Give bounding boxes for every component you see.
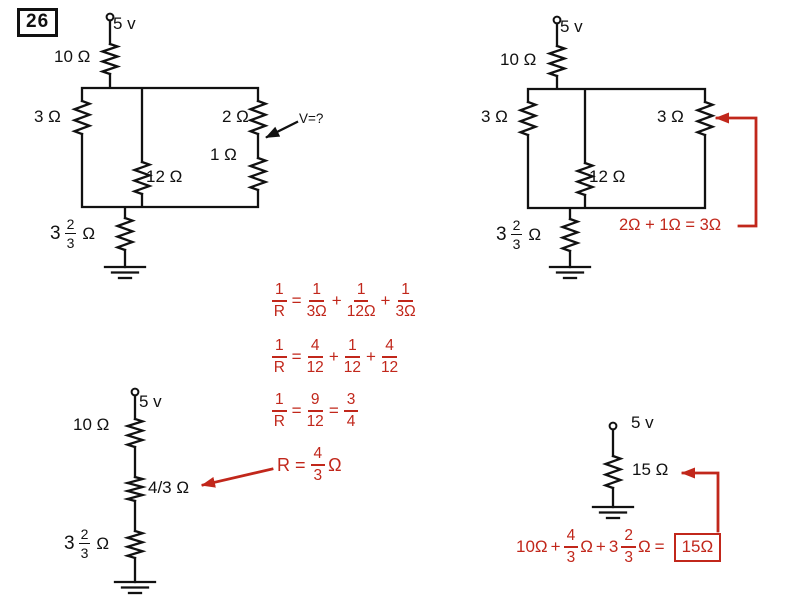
resistor-12ohm bbox=[131, 160, 153, 196]
resistor-1ohm bbox=[247, 156, 269, 192]
resistor-10ohm bbox=[545, 44, 569, 78]
series-sum-annotation: 2Ω + 1Ω = 3Ω bbox=[619, 216, 722, 234]
resistor-2ohm bbox=[247, 99, 269, 136]
resistor-3-2-3ohm bbox=[123, 529, 147, 560]
resistor-10ohm bbox=[98, 42, 122, 76]
problem-number: 26 bbox=[17, 8, 59, 37]
resistor-3ohm-left bbox=[517, 100, 539, 137]
voltage-query-arrow bbox=[265, 120, 299, 139]
resistor-label-15ohm: 15 Ω bbox=[632, 460, 669, 479]
supply-label: 5 v bbox=[560, 17, 583, 36]
equivalent-r-arrow bbox=[201, 467, 274, 488]
total-annotation-arrow bbox=[681, 467, 720, 533]
ground-symbol bbox=[548, 265, 592, 280]
resistor-label-3ohm: 3 Ω bbox=[34, 107, 61, 126]
resistor-label-10ohm: 10 Ω bbox=[500, 50, 537, 69]
voltage-query-label: V=? bbox=[299, 111, 324, 126]
circuit-total bbox=[591, 421, 720, 533]
resistor-label-2ohm: 2 Ω bbox=[222, 107, 249, 126]
supply-label: 5 v bbox=[631, 413, 654, 432]
resistor-label-12ohm: 12 Ω bbox=[589, 167, 626, 186]
resistor-label-3ohm-left: 3 Ω bbox=[481, 107, 508, 126]
resistor-3ohm-right bbox=[694, 100, 716, 137]
resistor-10ohm bbox=[123, 417, 147, 449]
wires bbox=[526, 22, 707, 269]
resistor-label-10ohm: 10 Ω bbox=[54, 47, 91, 66]
series-annotation-arrow bbox=[715, 112, 758, 228]
resistor-label-10ohm: 10 Ω bbox=[73, 415, 110, 434]
supply-label: 5 v bbox=[139, 392, 162, 411]
resistor-3-2-3ohm bbox=[114, 216, 136, 252]
resistor-label-4-3ohm: 4/3 Ω bbox=[148, 478, 190, 497]
resistor-15ohm bbox=[602, 454, 624, 490]
ground-symbol bbox=[113, 580, 157, 595]
resistor-label-3ohm-right: 3 Ω bbox=[657, 107, 684, 126]
resistor-3-2-3ohm bbox=[559, 217, 581, 253]
ground-symbol bbox=[591, 505, 635, 520]
resistor-label-12ohm: 12 Ω bbox=[146, 167, 183, 186]
ground-symbol bbox=[103, 265, 147, 280]
resistor-4-3ohm bbox=[123, 475, 147, 503]
resistor-label-1ohm: 1 Ω bbox=[210, 145, 237, 164]
resistor-12ohm bbox=[574, 161, 596, 197]
supply-label: 5 v bbox=[113, 14, 136, 33]
wires bbox=[80, 19, 260, 269]
circuit-parallel-equivalent bbox=[113, 387, 274, 595]
resistor-3ohm bbox=[71, 99, 93, 136]
circuit-series-combined bbox=[517, 15, 758, 280]
boxed-result: 15Ω bbox=[673, 532, 722, 562]
circuit-original bbox=[71, 12, 299, 280]
